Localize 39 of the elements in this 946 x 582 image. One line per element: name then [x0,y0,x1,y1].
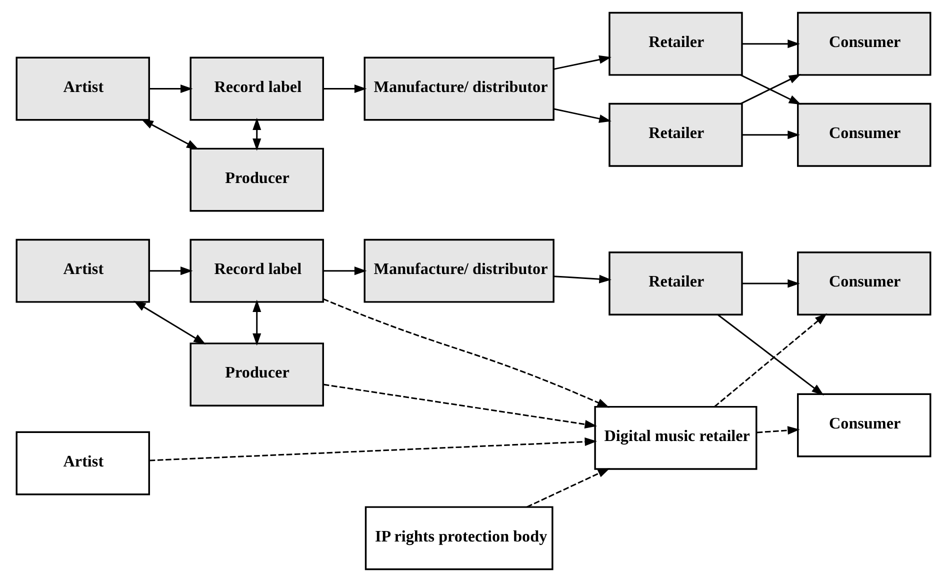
arrow [552,55,611,70]
arrow [717,314,824,396]
node-box: Consumer [796,393,931,458]
node-box: Consumer [796,12,931,76]
node-box: Digital music retailer [594,406,757,470]
node-box: Consumer [796,102,931,167]
node-box: Record label [189,56,324,121]
arrow [322,298,610,408]
arrow [742,40,800,48]
arrow [756,426,800,435]
arrow [252,300,261,346]
arrow [742,130,800,140]
arrow [148,266,192,276]
node-box: Record label [189,238,324,303]
arrow [140,119,198,150]
arrow [252,118,261,151]
arrow [133,300,206,344]
arrow [322,384,597,429]
node-box: Manufacture/ distributor [363,238,554,303]
node-box: Producer [189,148,324,212]
arrow [322,266,366,276]
node-box: Artist [15,431,150,496]
node-box: Manufacture/ distributor [363,56,554,121]
node-box: Artist [15,56,150,121]
arrow [148,438,597,462]
arrow [553,274,611,284]
node-box: Retailer [608,252,742,316]
arrow [526,468,610,508]
node-box: IP rights protection body [364,506,553,570]
arrow [552,108,611,123]
node-box: Retailer [608,12,742,76]
arrow [742,279,800,288]
arrow [714,313,827,408]
arrow [148,84,192,94]
node-box: Consumer [796,252,931,316]
arrow [322,84,366,94]
node-box: Producer [189,342,324,407]
node-box: Artist [15,238,150,303]
node-box: Retailer [608,102,742,167]
